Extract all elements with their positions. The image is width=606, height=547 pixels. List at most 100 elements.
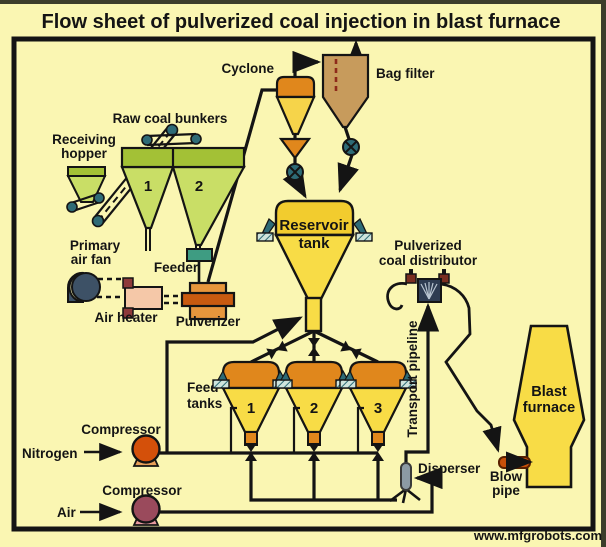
- piping: [80, 39, 502, 522]
- cyclone-band: [275, 75, 316, 99]
- valve-tank1-inlet: [266, 340, 288, 360]
- label-feeder: Feeder: [154, 260, 199, 275]
- conveyor-pulley: [66, 201, 78, 213]
- label-cyclone: Cyclone: [221, 61, 274, 76]
- conveyor-pulley: [141, 134, 153, 146]
- label-reservoir-2: tank: [299, 235, 331, 252]
- air-compressor: Compressor Air: [57, 483, 183, 526]
- cyclone-discharge-cone: [278, 137, 312, 160]
- distributor-side-left: [405, 273, 417, 284]
- label-disperser: Disperser: [418, 461, 481, 476]
- label-bunker-2: 2: [195, 178, 203, 195]
- valve-tank2-inlet: [308, 338, 320, 356]
- label-nitrogen: Nitrogen: [22, 446, 78, 461]
- bag-filter: Bag filter: [321, 53, 435, 156]
- reservoir-dome: [274, 199, 355, 237]
- label-feed-tanks-2: tanks: [187, 396, 222, 411]
- label-coal-distributor-1: Pulverized: [394, 238, 462, 253]
- primary-air-fan: Primary air fan: [66, 238, 121, 303]
- pipe-distributor-left-hook: [386, 282, 408, 311]
- pulverizer-band: [180, 291, 236, 308]
- pipe-feed-header: [249, 458, 397, 502]
- feed-tank-1: 1: [212, 360, 290, 453]
- disperser-leg-2: [401, 488, 408, 504]
- pipe-nitrogen-riser: [165, 316, 303, 453]
- bunker-1-cone: [120, 165, 175, 230]
- label-coal-distributor-2: coal distributor: [379, 253, 478, 268]
- feed-tank-2: 2: [275, 360, 353, 453]
- right-edge-strip: [601, 0, 606, 547]
- conveyor-pulley: [93, 192, 105, 204]
- label-blast-furnace-1: Blast: [531, 384, 567, 400]
- bunker-2-cone: [171, 165, 246, 247]
- fan-body: [71, 272, 101, 302]
- label-reservoir-1: Reservoir: [279, 217, 348, 234]
- tank2-bypass: [292, 406, 300, 453]
- valve-tank3-inlet: [340, 340, 362, 360]
- label-tank-2: 2: [310, 400, 318, 417]
- cyclone: Cyclone: [221, 61, 316, 181]
- label-feed-tanks-1: Feed: [187, 380, 219, 395]
- conveyor-pulley: [190, 133, 202, 145]
- page-title: Flow sheet of pulverized coal injection …: [42, 11, 561, 33]
- label-tank-1: 1: [247, 400, 255, 417]
- pipe-bagfilter-valve-to-reservoir: [337, 154, 359, 194]
- pipe-cyclone-to-bagfilter: [292, 50, 322, 77]
- receiving-conveyor: [66, 192, 105, 213]
- label-compressor-nitrogen: Compressor: [81, 422, 161, 437]
- label-pulverizer: Pulverizer: [176, 314, 241, 329]
- conveyor-pulley: [91, 214, 105, 228]
- blow-pipe: Blow pipe: [490, 451, 533, 498]
- disperser: Disperser: [400, 461, 481, 491]
- pulverizer: Pulverizer: [176, 281, 241, 329]
- disperser-leg-3: [405, 487, 421, 502]
- reservoir-neck: [304, 296, 323, 333]
- bunker-top-conveyor: [141, 132, 202, 147]
- pipe-distributor-to-blowpipe: [440, 282, 502, 453]
- air-heater: Air heater: [94, 277, 163, 325]
- tank1-bypass: [229, 406, 237, 453]
- label-raw-coal-bunkers: Raw coal bunkers: [113, 111, 228, 126]
- nitrogen-compressor: Compressor Nitrogen: [22, 422, 162, 467]
- heater-cap-top: [122, 277, 134, 289]
- label-blast-furnace-2: furnace: [523, 400, 575, 416]
- cyclone-cone: [275, 95, 316, 136]
- feed-tank-3: 3: [339, 360, 417, 453]
- pipe-bagfilter-to-valve: [343, 126, 351, 140]
- bunker1-outlet-tube: [145, 228, 151, 251]
- feed-tanks: Feed tanks 1 2: [187, 360, 417, 453]
- reservoir-load-cell-left: [256, 217, 276, 242]
- pipe-air-line: [159, 466, 443, 514]
- blast-furnace: Blast furnace: [512, 324, 586, 489]
- pipe-transport-pipeline: [404, 302, 440, 464]
- label-bag-filter: Bag filter: [376, 66, 435, 81]
- label-primary-air-fan-1: Primary: [70, 238, 121, 253]
- bunker-band: [120, 146, 246, 169]
- label-air: Air: [57, 505, 77, 520]
- feeder: Feeder: [154, 248, 213, 275]
- top-edge-strip: [0, 0, 606, 4]
- reservoir-load-cell-right: [353, 217, 373, 242]
- tank3-bypass: [356, 406, 364, 453]
- heater-cap-bottom: [122, 307, 134, 319]
- label-compressor-air: Compressor: [102, 483, 182, 498]
- label-receiving-hopper-1: Receiving: [52, 132, 116, 147]
- watermark: www.mfgrobots.com: [473, 528, 602, 543]
- disperser-leg-1: [389, 487, 407, 503]
- reservoir-tank: Reservoir tank: [256, 199, 373, 333]
- label-transport-pipeline: Transport pipeline: [405, 320, 420, 438]
- label-blow-pipe-1: Blow: [490, 469, 523, 484]
- label-bunker-1: 1: [144, 178, 152, 195]
- label-blow-pipe-2: pipe: [492, 483, 520, 498]
- label-tank-3: 3: [374, 400, 382, 417]
- dashed-air-lines: [97, 277, 181, 305]
- raw-coal-bunkers: 1 2 Raw coal bunkers: [113, 111, 246, 247]
- pulverized-coal-distributor: Pulverized coal distributor: [379, 238, 478, 303]
- label-receiving-hopper-2: hopper: [61, 146, 107, 161]
- label-air-heater: Air heater: [94, 310, 158, 325]
- diagram-frame: [11, 36, 596, 532]
- pipe-pulverizer-to-cyclone: [206, 88, 277, 283]
- receiving-hopper: Receiving hopper: [52, 132, 116, 203]
- pipe-cyclone-valve-to-reservoir: [282, 168, 307, 199]
